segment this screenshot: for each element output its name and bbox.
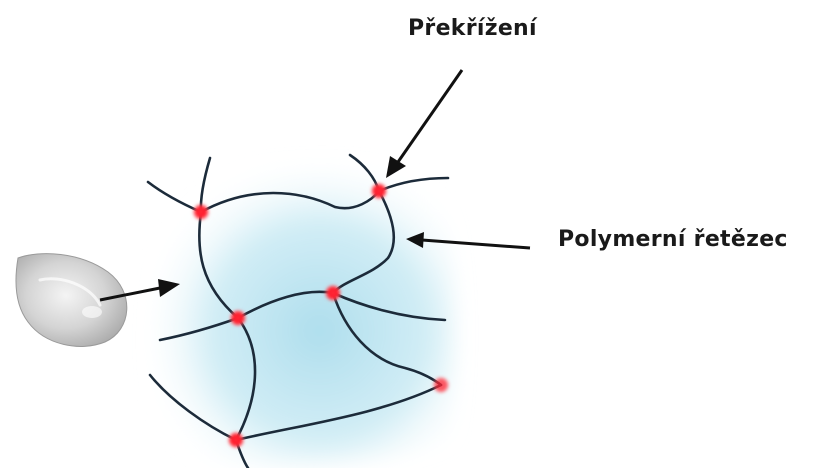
crosslink-node [325, 285, 341, 301]
crosslink-node [433, 377, 449, 393]
crosslink-node [193, 204, 209, 220]
crosslink-label: Překřížení [408, 16, 537, 41]
crosslink-node [371, 183, 387, 199]
crosslink-node [228, 432, 244, 448]
water-droplet-icon [16, 254, 127, 347]
polymer-chain-label: Polymerní řetězec [558, 227, 788, 252]
arrow-crosslink-label [398, 70, 462, 162]
crosslink-node [230, 310, 246, 326]
